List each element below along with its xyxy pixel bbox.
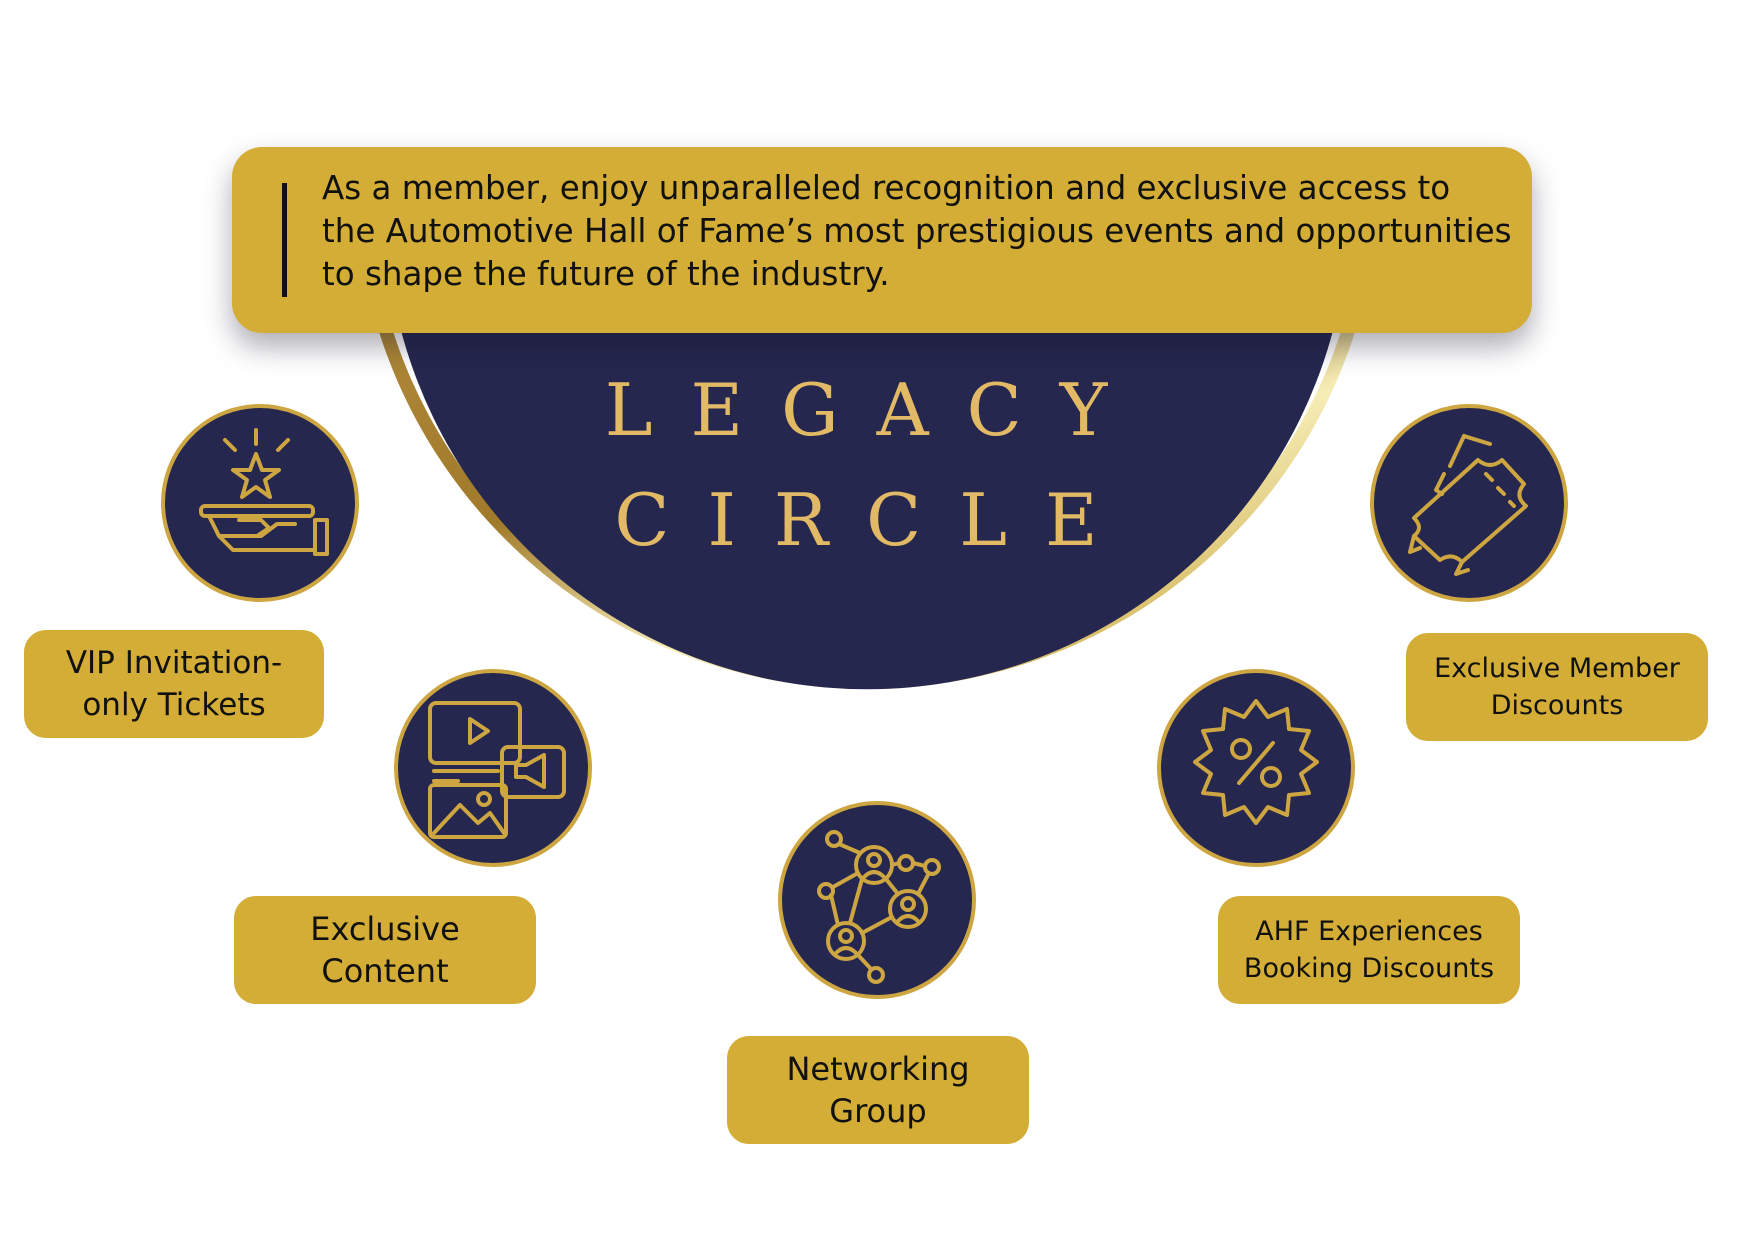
benefit-label-booking-text: AHF Experiences Booking Discounts [1243,916,1495,984]
benefit-label-content-text: Exclusive Content [310,910,460,990]
benefit-label-member: Exclusive Member Discounts [1406,633,1708,741]
accent-bar [282,183,287,297]
intro-banner: As a member, enjoy unparalleled recognit… [232,147,1532,333]
benefit-label-booking: AHF Experiences Booking Discounts [1218,896,1520,1004]
navy-disc [394,300,1340,690]
intro-text: As a member, enjoy unparalleled recognit… [322,169,1512,293]
emblem-title-legacy: LEGACY [604,368,1146,452]
hand-star-tray-icon [161,404,359,602]
benefit-label-vip-text: VIP Invitation-only Tickets [65,645,283,723]
benefit-label-networking-text: Networking Group [786,1050,970,1130]
benefit-label-networking: Networking Group [727,1036,1029,1144]
benefit-label-content: Exclusive Content [234,896,536,1004]
emblem-title-circle: CIRCLE [614,478,1136,562]
benefit-label-vip: VIP Invitation-only Tickets [24,630,324,738]
media-content-icon [394,669,592,867]
ticket-icon [1370,404,1568,602]
network-people-icon [778,801,976,999]
benefit-label-member-text: Exclusive Member Discounts [1434,653,1680,721]
percent-badge-icon [1157,669,1355,867]
